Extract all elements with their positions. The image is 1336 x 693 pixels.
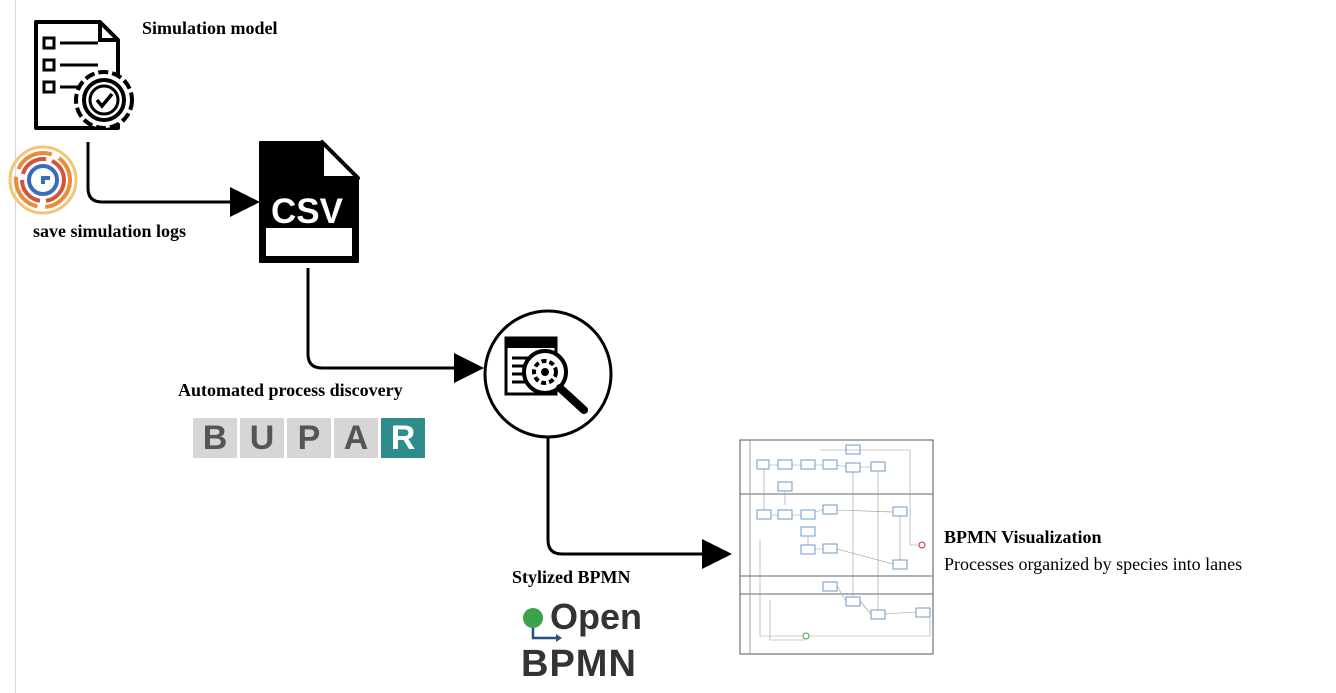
bpmn-visualization-description: Processes organized by species into lane… xyxy=(944,554,1243,574)
csv-file-icon xyxy=(259,140,360,263)
arrow-model-to-csv xyxy=(86,142,260,217)
bupar-letter: B xyxy=(193,418,237,458)
arrow-discovery-to-bpmn xyxy=(546,438,732,569)
csv-file-label: CSV xyxy=(271,192,343,231)
arrow-csv-to-discovery xyxy=(306,268,484,383)
gama-platform-logo-icon xyxy=(8,145,78,215)
bupar-letter: P xyxy=(287,418,331,458)
bpmn-diagram-thumbnail xyxy=(739,439,934,655)
bupar-letter: A xyxy=(334,418,378,458)
save-logs-label: save simulation logs xyxy=(33,221,187,241)
left-border-line xyxy=(15,0,16,693)
bupar-letter: U xyxy=(240,418,284,458)
bupar-logo: B U P A R xyxy=(193,418,425,458)
simulation-model-label: Simulation model xyxy=(142,18,278,38)
bupar-letter-accent: R xyxy=(381,418,425,458)
document-gear-check-icon xyxy=(34,20,134,130)
process-discovery-label: Automated process discovery xyxy=(178,380,403,400)
stylized-bpmn-label: Stylized BPMN xyxy=(512,567,631,587)
openbpmn-logo-graphic xyxy=(523,608,562,642)
openbpmn-logo-bpmn: BPMN xyxy=(521,643,637,685)
bpmn-visualization-title: BPMN Visualization xyxy=(944,527,1102,547)
openbpmn-logo-open: Open xyxy=(550,596,643,637)
report-gear-magnifier-icon xyxy=(483,309,613,439)
